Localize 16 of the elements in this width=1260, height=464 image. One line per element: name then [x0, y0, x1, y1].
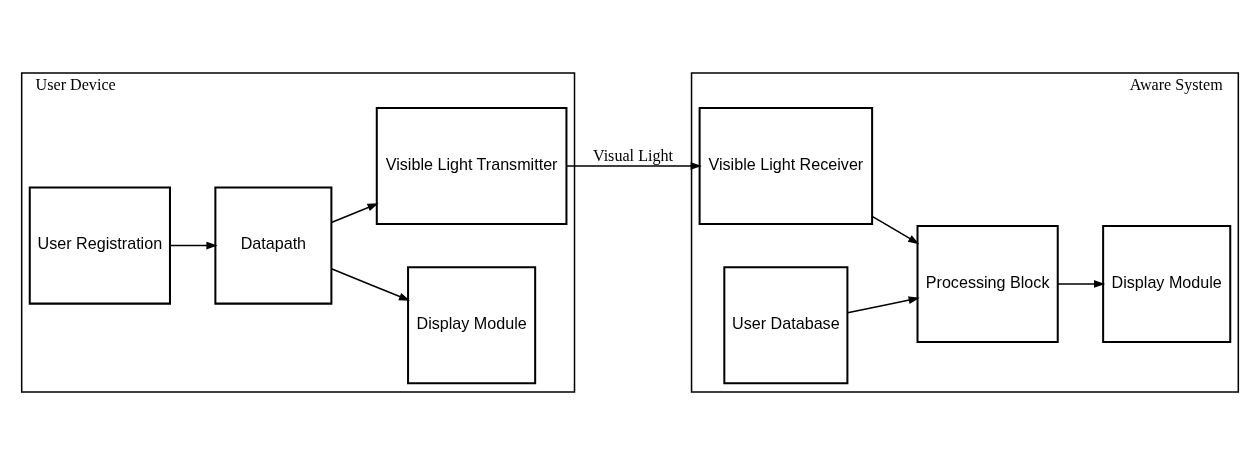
arrow — [871, 215, 920, 244]
node-box: Display Module — [1102, 224, 1232, 343]
arrow — [330, 267, 411, 301]
edge-label: Visual Light — [592, 146, 674, 164]
node-box: Visible Light Receiver — [698, 106, 874, 225]
arrow — [330, 202, 379, 223]
node-box: Datapath — [214, 186, 333, 305]
node-box: User Database — [723, 265, 849, 384]
node-box: Display Module — [407, 265, 537, 384]
node-box: User Registration — [28, 186, 171, 305]
node-box: Processing Block — [916, 224, 1059, 343]
arrow — [1057, 279, 1106, 288]
arrow — [846, 295, 920, 313]
arrow — [169, 241, 218, 249]
node-box: Visible Light Transmitter — [375, 106, 568, 225]
arrow — [565, 161, 702, 170]
